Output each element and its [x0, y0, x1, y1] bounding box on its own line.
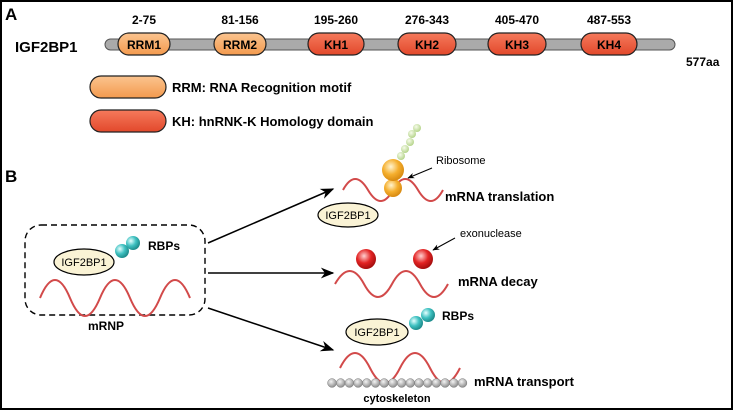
peptide-bead-1 [397, 152, 405, 160]
legend-swatch-kh [89, 109, 167, 133]
domain-box-kh2 [397, 32, 457, 56]
panel-b: B IGF2BP1 RBPs mRNP Ribosome [5, 124, 575, 405]
cytoskeleton-bead [370, 378, 381, 388]
mrnp-protein-label: IGF2BP1 [61, 257, 106, 269]
domain-range-rrm1: 2-75 [132, 13, 156, 27]
arrow-to-translation [207, 188, 335, 244]
transport-rbp-sphere-1 [409, 316, 423, 330]
cytoskeleton-bead [379, 378, 389, 388]
exonuclease-sphere-1 [356, 249, 376, 269]
mrnp-caption: mRNP [88, 319, 124, 333]
legend-text-rrm: RRM: RNA Recognition motif [172, 80, 352, 95]
exonuclease-sphere-2 [413, 249, 433, 269]
domain-kh3: 405-470 KH3 [487, 13, 547, 56]
domain-range-kh1: 195-260 [314, 13, 358, 27]
exonuclease-pointer-arrow [432, 237, 456, 251]
cytoskeleton-bead [414, 378, 424, 388]
domain-range-kh4: 487-553 [587, 13, 631, 27]
translation-protein-label: IGF2BP1 [325, 210, 370, 222]
domain-rrm1: 2-75 RRM1 [117, 13, 171, 56]
transport-protein [345, 318, 409, 346]
cytoskeleton-bead [327, 378, 337, 388]
cytoskeleton-bead [396, 378, 407, 388]
mrnp-mrna-strand [39, 279, 191, 317]
cytoskeleton-label: cytoskeleton [363, 393, 431, 405]
domain-label-kh2: KH2 [415, 38, 439, 52]
decay-label: mRNA decay [458, 274, 538, 289]
domain-range-rrm2: 81-156 [221, 13, 259, 27]
mrnp-protein [53, 248, 115, 276]
cytoskeleton-bead [457, 378, 468, 388]
ribosome-large-subunit [382, 159, 404, 181]
cytoskeleton-bead [440, 378, 450, 388]
domain-box-kh1 [307, 32, 365, 56]
domain-box-kh4 [580, 32, 638, 56]
peptide-bead-5 [413, 124, 421, 132]
domain-range-kh3: 405-470 [495, 13, 539, 27]
cytoskeleton-bead [423, 378, 433, 388]
legend: RRM: RNA Recognition motif KH: hnRNK-K H… [89, 75, 374, 133]
transport-rbp-sphere-2 [421, 308, 435, 322]
domain-range-kh2: 276-343 [405, 13, 449, 27]
cytoskeleton-bead [344, 378, 355, 388]
cytoskeleton-bead [405, 378, 415, 388]
domain-box-rrm1 [117, 32, 171, 56]
legend-swatch-rrm [89, 75, 167, 99]
cytoskeleton-bead [431, 378, 442, 388]
transport-label: mRNA transport [474, 374, 575, 389]
exonuclease-label: exonuclease [460, 228, 522, 240]
cytoskeleton-bead [388, 378, 398, 388]
domain-kh4: 487-553 KH4 [580, 13, 638, 56]
mrnp-complex: IGF2BP1 RBPs mRNP [24, 224, 206, 333]
panel-a: A IGF2BP1 2-75 RRM1 81-156 RRM2 195-260 … [5, 5, 720, 133]
protein-name: IGF2BP1 [15, 39, 78, 56]
domain-label-kh1: KH1 [324, 38, 348, 52]
outcome-translation: Ribosome IGF2BP1 mRNA translation [317, 124, 554, 228]
peptide-bead-3 [406, 138, 414, 146]
cytoskeleton-track [327, 378, 468, 388]
cytoskeleton-bead [353, 378, 363, 388]
outcome-decay: exonuclease mRNA decay [334, 228, 538, 298]
domain-box-rrm2 [213, 32, 267, 56]
ribosome-small-subunit [384, 179, 402, 197]
domain-kh1: 195-260 KH1 [307, 13, 365, 56]
cytoskeleton-bead [449, 378, 459, 388]
legend-text-kh: KH: hnRNK-K Homology domain [172, 114, 374, 129]
peptide-bead-4 [408, 130, 416, 138]
cytoskeleton-bead [362, 378, 372, 388]
translation-protein [317, 202, 379, 228]
ribosome-pointer-arrow [407, 167, 433, 179]
protein-length: 577aa [686, 55, 720, 69]
cytoskeleton-bead [336, 378, 346, 388]
mrnp-rbp-label: RBPs [148, 239, 180, 253]
domain-label-kh4: KH4 [597, 38, 621, 52]
ribosome-label: Ribosome [436, 155, 486, 167]
domain-label-rrm2: RRM2 [223, 38, 257, 52]
transport-rbp-label: RBPs [442, 309, 474, 323]
translation-label: mRNA translation [445, 189, 554, 204]
domain-label-kh3: KH3 [505, 38, 529, 52]
domain-label-rrm1: RRM1 [127, 38, 161, 52]
mrnp-rbp-sphere-1 [115, 244, 129, 258]
panel-b-label: B [5, 167, 17, 186]
mrnp-dashed-box [24, 224, 206, 316]
outcome-transport: IGF2BP1 RBPs cytoskeleton mRNA transport [327, 308, 575, 405]
transport-protein-label: IGF2BP1 [354, 327, 399, 339]
decay-mrna-strand [334, 270, 449, 298]
domain-box-kh3 [487, 32, 547, 56]
domain-kh2: 276-343 KH2 [397, 13, 457, 56]
panel-a-label: A [5, 5, 17, 24]
arrow-to-transport [207, 307, 335, 352]
domain-rrm2: 81-156 RRM2 [213, 13, 267, 56]
mrnp-rbp-sphere-2 [126, 236, 140, 250]
peptide-bead-2 [401, 145, 409, 153]
